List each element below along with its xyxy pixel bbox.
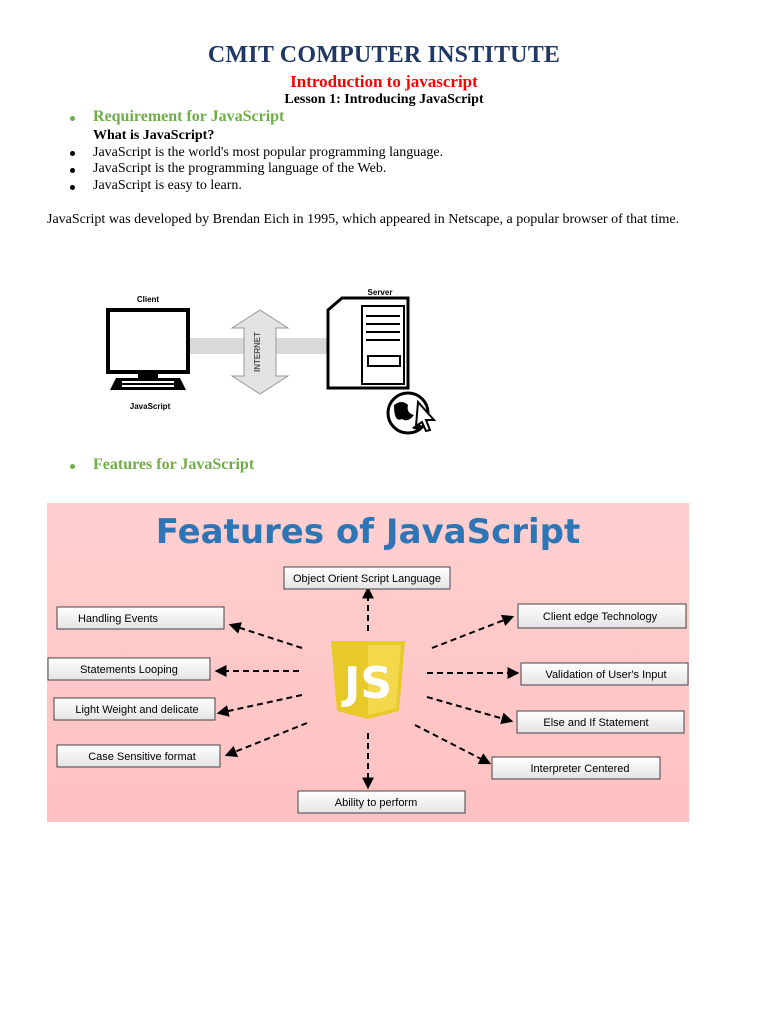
feature-label: Interpreter Centered xyxy=(530,763,629,775)
feature-label: Client edge Technology xyxy=(543,611,658,623)
bullet-dot xyxy=(70,185,75,190)
page-title: CMIT COMPUTER INSTITUTE xyxy=(207,42,561,68)
section-heading-requirement: Requirement for JavaScript xyxy=(93,108,285,125)
list-item: JavaScript is the world's most popular p… xyxy=(93,145,444,160)
feature-label: Light Weight and delicate xyxy=(75,704,198,716)
bullet-dot xyxy=(70,464,75,469)
feature-label: Handling Events xyxy=(78,613,159,625)
feature-box xyxy=(53,697,216,721)
client-label: Client xyxy=(137,295,160,304)
question-heading: What is JavaScript? xyxy=(93,128,215,143)
features-infographic: Features of JavaScript JS Object Orient … xyxy=(47,503,689,822)
feature-box xyxy=(47,657,211,681)
js-logo-icon: JS xyxy=(331,641,405,719)
features-title: Features of JavaScript xyxy=(156,512,581,552)
list-item: JavaScript is the programming language o… xyxy=(93,161,387,176)
feature-box xyxy=(297,790,466,814)
javascript-label: JavaScript xyxy=(130,402,171,411)
arrow-lightweight xyxy=(216,694,303,717)
arrow-interpreter xyxy=(414,724,492,765)
arrow-client xyxy=(431,614,515,649)
js-logo-text: JS xyxy=(341,658,392,709)
list-item: JavaScript is easy to learn. xyxy=(93,178,242,193)
feature-label: Ability to perform xyxy=(335,797,418,809)
server-label: Server xyxy=(368,288,393,297)
feature-box xyxy=(516,710,685,734)
arrow-else xyxy=(426,696,514,725)
globe-cursor-icon xyxy=(386,391,437,435)
feature-box xyxy=(491,756,661,780)
section-heading-features: Features for JavaScript xyxy=(93,456,255,473)
feature-label: Object Orient Script Language xyxy=(293,573,441,585)
feature-label: Else and If Statement xyxy=(543,717,648,729)
internet-arrow-icon xyxy=(230,309,290,395)
feature-box xyxy=(56,606,225,630)
feature-box xyxy=(520,662,689,686)
feature-box xyxy=(517,603,687,629)
internet-label: INTERNET xyxy=(253,332,262,372)
history-paragraph: JavaScript was developed by Brendan Eich… xyxy=(47,212,680,227)
bullet-dot xyxy=(70,168,75,173)
bullet-dot xyxy=(70,116,75,121)
server-icon xyxy=(326,296,410,390)
feature-box xyxy=(283,566,451,590)
client-server-diagram: INTERNET Client JavaScript Server xyxy=(106,288,437,435)
feature-box xyxy=(56,744,221,768)
feature-label: Validation of User's Input xyxy=(545,669,666,681)
page-subtitle: Introduction to javascript xyxy=(290,72,478,91)
monitor-icon xyxy=(106,308,190,390)
lesson-title: Lesson 1: Introducing JavaScript xyxy=(284,92,484,107)
feature-label: Statements Looping xyxy=(80,664,178,676)
arrow-case xyxy=(224,722,308,758)
arrow-handling xyxy=(228,622,303,649)
feature-label: Case Sensitive format xyxy=(88,751,196,763)
bullet-dot xyxy=(70,151,75,156)
